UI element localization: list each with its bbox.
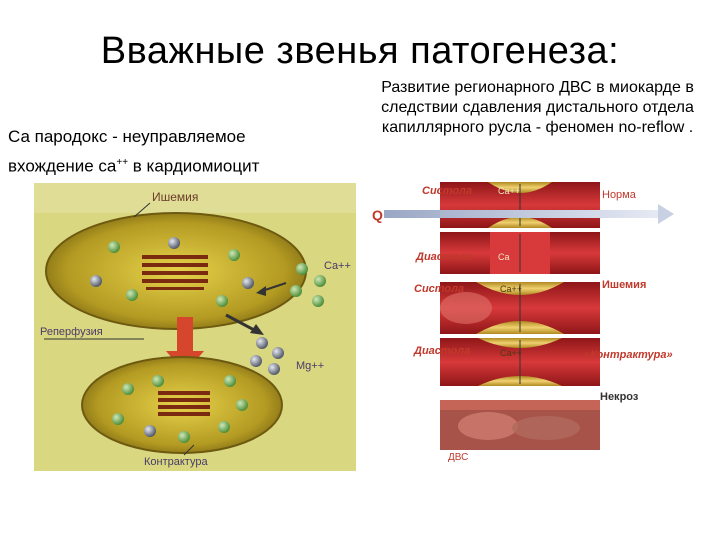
label-systole-2: Систола — [414, 283, 464, 295]
flow-arrow — [384, 204, 674, 224]
ca-paradox-text-a: вхождение са — [8, 156, 117, 176]
slide-title: Вважные звенья патогенеза: — [100, 30, 620, 72]
vessel-necrosis — [440, 400, 600, 450]
label-ischemia: Ишемия — [152, 190, 198, 204]
no-reflow-diagram: Систола Ca++ Норма Q Диастола Ca Систола… — [372, 182, 674, 463]
vessel-diastole-contracture — [440, 338, 600, 386]
label-mg: Mg++ — [296, 360, 324, 372]
ca-paradox-diagram: Ишемия Ca++ Mg++ Реперфузия — [34, 183, 356, 471]
vessel-diastole-normal — [440, 232, 600, 274]
ca-paradox-line-2: вхождение са++ в кардиомиоцит — [8, 150, 368, 180]
label-systole-1: Систола — [422, 185, 472, 197]
vessel-systole-ischemia — [440, 282, 600, 334]
extracellular-mg-ions — [250, 337, 284, 375]
label-q: Q — [372, 207, 383, 223]
label-ca-3: Ca++ — [500, 284, 522, 294]
label-contracture: Контрактура — [144, 456, 208, 468]
label-ischemia-right: Ишемия — [602, 279, 646, 291]
label-diastole-2: Диастола — [413, 345, 470, 357]
ca-paradox-line-1: Са пародокс - неуправляемое — [8, 127, 246, 146]
ca-superscript: ++ — [116, 157, 129, 168]
vessel-systole-normal — [440, 182, 600, 228]
label-dvs: ДВС — [448, 452, 468, 463]
label-diastole-1: Диастола — [415, 251, 472, 263]
label-norm: Норма — [602, 189, 637, 201]
label-reperfusion: Реперфузия — [40, 326, 103, 338]
label-ca-4: Ca++ — [500, 348, 522, 358]
ca-paradox-caption: Са пародокс - неуправляемое вхождение са… — [8, 124, 368, 180]
sarcomere-bands-bottom — [158, 391, 210, 416]
sarcomere-bands-top — [142, 255, 208, 290]
ions-top-cell — [90, 237, 254, 307]
label-ca: Ca++ — [324, 260, 351, 272]
no-reflow-caption: Развитие регионарного ДВС в миокарде в с… — [381, 79, 694, 136]
mg-exit-arrow — [225, 313, 257, 333]
label-ca-1: Ca++ — [498, 186, 520, 196]
label-ca-2: Ca — [498, 252, 510, 262]
label-contracture-right: «Контрактура» — [584, 349, 673, 361]
extracellular-ca-ions — [290, 263, 326, 307]
label-necrosis: Некроз — [600, 391, 639, 403]
ions-bottom-cell — [112, 375, 248, 443]
ca-paradox-text-b: в кардиомиоцит — [128, 156, 260, 176]
